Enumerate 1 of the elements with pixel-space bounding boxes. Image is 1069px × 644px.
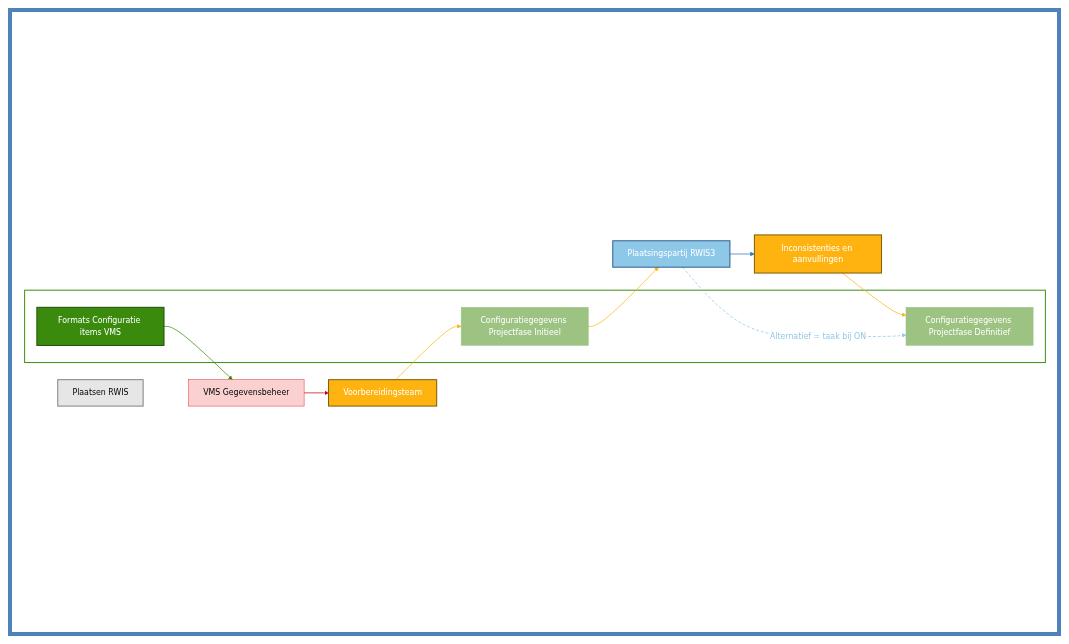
cluster <box>23 289 1046 363</box>
